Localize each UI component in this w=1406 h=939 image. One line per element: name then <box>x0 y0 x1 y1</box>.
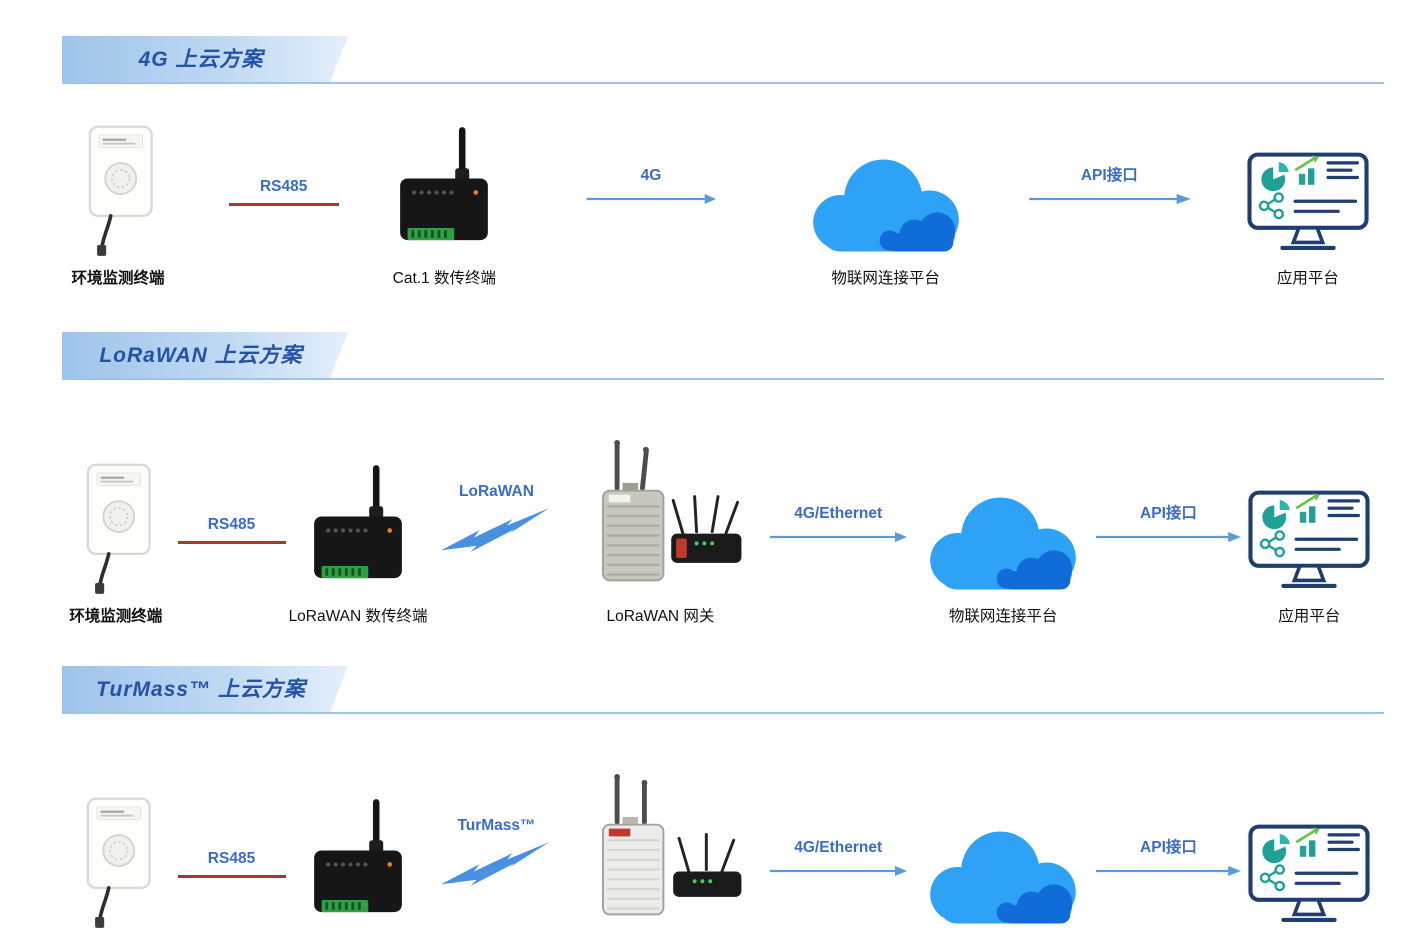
gateway-icon <box>558 440 763 596</box>
cloud-label: 物联网连接平台 <box>948 608 1058 625</box>
sensor-icon <box>66 459 166 596</box>
wireless-label: TurMass™ <box>457 817 536 834</box>
app-monitor-icon <box>1244 150 1372 258</box>
api-label: API接口 <box>1140 839 1197 856</box>
dtu-label: Cat.1 数传终端 <box>392 270 496 287</box>
backhaul-link: 4G/Ethernet <box>765 724 912 939</box>
cloud-icon <box>795 153 977 258</box>
cloud-icon <box>912 491 1094 596</box>
api-link: API接口 <box>1025 94 1193 290</box>
node-app: 应用平台 <box>1242 390 1376 628</box>
node-dtu: LoRaWAN 数传终端 <box>280 390 437 628</box>
cloud-label: 物联网连接平台 <box>831 270 940 287</box>
sensor-label: 环境监测终端 <box>71 270 165 287</box>
section-turmass-header: TurMass™ 上云方案 <box>62 666 1384 714</box>
rs485-line <box>177 541 286 544</box>
app-label: 应用平台 <box>1278 608 1341 625</box>
rs485-line <box>228 203 339 206</box>
node-sensor: 环境监测终端 <box>48 724 184 939</box>
arrow-right-icon <box>770 866 908 876</box>
node-cloud: 物联网连接平台 <box>793 94 979 290</box>
flow-row-lorawan: 环境监测终端 RS485 <box>48 390 1376 628</box>
backhaul-label: 4G/Ethernet <box>794 505 883 522</box>
rs485-line <box>177 875 286 878</box>
cloud-icon <box>912 825 1094 930</box>
rs485-link: RS485 <box>177 390 286 628</box>
sensor-label: 环境监测终端 <box>69 608 163 625</box>
lightning-icon <box>441 508 550 553</box>
dtu-icon <box>302 799 414 930</box>
section-banner: TurMass™ 上云方案 <box>62 666 348 712</box>
dtu-icon <box>302 465 414 596</box>
backhaul-label: 4G/Ethernet <box>794 839 883 856</box>
node-dtu: Cat.1 数传终端 <box>379 94 509 290</box>
wireless-link: TurMass™ <box>437 724 557 939</box>
api-label: API接口 <box>1140 505 1197 522</box>
node-app: 应用平台 <box>1240 94 1376 290</box>
node-app: 应用平台 <box>1242 724 1376 939</box>
backhaul-link: 4G/Ethernet <box>765 390 912 628</box>
uplink-label: 4G <box>640 167 662 184</box>
sensor-icon <box>66 793 166 930</box>
arrow-right-icon <box>770 532 908 542</box>
node-gateway: LoRaWAN 网关 <box>556 390 764 628</box>
api-link: API接口 <box>1094 724 1242 939</box>
wireless-link: LoRaWAN <box>437 390 557 628</box>
section-lorawan-header: LoRaWAN 上云方案 <box>62 332 1384 380</box>
api-label: API接口 <box>1080 167 1138 184</box>
node-gateway: TurMass™ 网关 <box>556 724 764 939</box>
uplink-4g: 4G <box>556 94 746 290</box>
gateway-label: LoRaWAN 网关 <box>606 608 715 625</box>
dtu-label: LoRaWAN 数传终端 <box>288 608 428 625</box>
rs485-label: RS485 <box>207 850 256 867</box>
dtu-icon <box>388 127 500 258</box>
wireless-label: LoRaWAN <box>459 483 534 500</box>
section-title: 4G 上云方案 <box>138 48 264 71</box>
section-title: TurMass™ 上云方案 <box>96 678 306 701</box>
node-sensor: 环境监测终端 <box>48 390 184 628</box>
arrow-right-icon <box>586 194 717 204</box>
rs485-link: RS485 <box>177 724 286 939</box>
arrow-right-icon <box>1096 532 1242 542</box>
gateway-icon <box>558 774 763 930</box>
section-4g-header: 4G 上云方案 <box>62 36 1384 84</box>
app-monitor-icon <box>1245 488 1373 596</box>
flow-row-turmass: 环境监测终端 RS485 <box>48 724 1376 939</box>
arrow-right-icon <box>1028 194 1191 204</box>
app-monitor-icon <box>1245 822 1373 930</box>
rs485-label: RS485 <box>207 516 256 533</box>
sensor-icon <box>68 121 168 258</box>
section-title: LoRaWAN 上云方案 <box>99 344 303 367</box>
flow-row-4g: 环境监测终端 RS485 <box>48 94 1376 290</box>
api-link: API接口 <box>1094 390 1242 628</box>
node-sensor: 环境监测终端 <box>48 94 188 290</box>
rs485-link: RS485 <box>228 94 339 290</box>
node-dtu: TurMass™ 数传终端 <box>280 724 437 939</box>
node-cloud: 物联网连接平台 <box>912 390 1095 628</box>
lightning-icon <box>441 842 550 887</box>
arrow-right-icon <box>1096 866 1242 876</box>
rs485-label: RS485 <box>259 178 308 195</box>
node-cloud: 物联网连接平台 <box>912 724 1095 939</box>
app-label: 应用平台 <box>1276 270 1339 287</box>
section-banner: LoRaWAN 上云方案 <box>62 332 348 378</box>
section-banner: 4G 上云方案 <box>62 36 348 82</box>
